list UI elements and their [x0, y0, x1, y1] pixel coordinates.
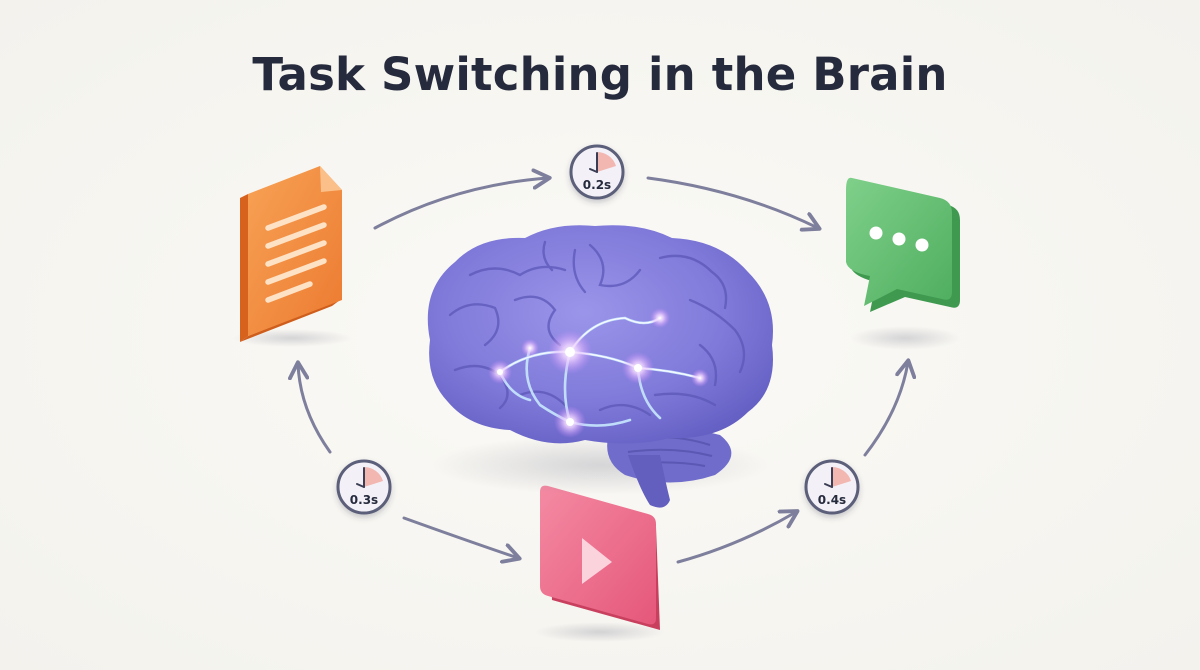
chat-bubble-icon	[846, 177, 960, 350]
play-icon	[535, 485, 665, 642]
timer-top-label: 0.2s	[583, 178, 611, 192]
arrow-timer-right-to-chat	[863, 362, 908, 457]
timer-right-label: 0.4s	[818, 493, 846, 507]
timer-left-label: 0.3s	[350, 493, 378, 507]
arrows	[298, 178, 908, 562]
arrow-timer-left-to-document	[298, 364, 332, 454]
timer-left: 0.3s	[336, 459, 392, 515]
arrow-timer-top-to-chat	[646, 176, 818, 228]
timer-right: 0.4s	[804, 459, 860, 515]
arrow-video-to-timer-right	[676, 512, 796, 564]
brain-icon	[427, 225, 773, 508]
page-title: Task Switching in the Brain	[252, 48, 948, 101]
arrow-timer-left-to-video	[402, 516, 518, 558]
arrow-document-to-timer-top	[373, 178, 548, 230]
timer-top: 0.2s	[569, 144, 625, 200]
document-icon	[232, 166, 352, 347]
